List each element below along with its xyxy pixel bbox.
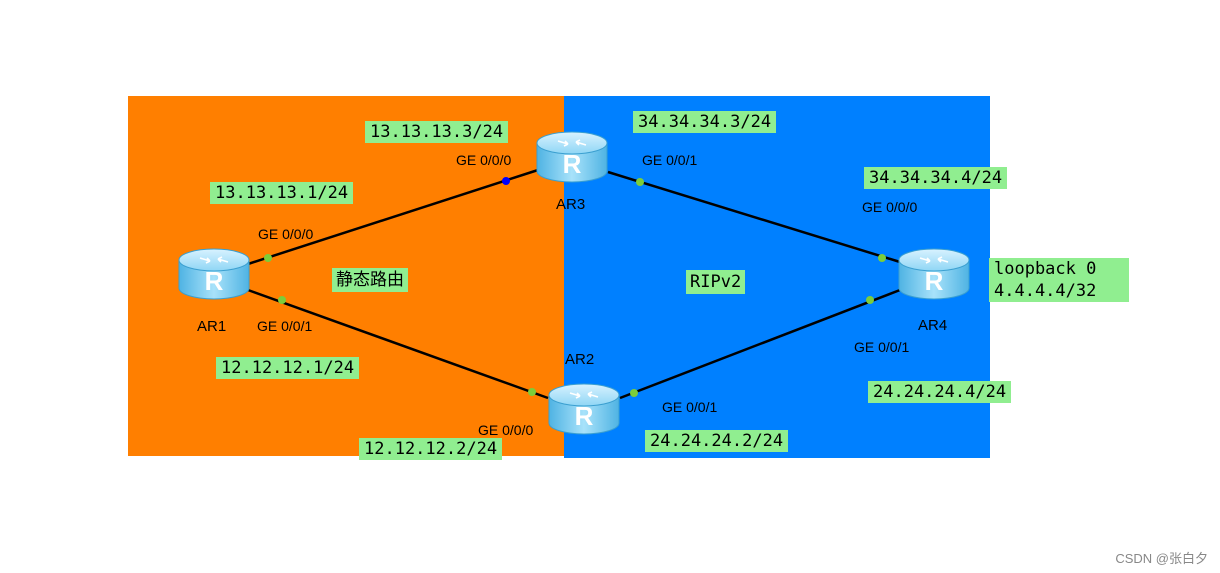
zone-label-rip: RIPv2 (686, 270, 746, 294)
port-label-ar1-g0: GE 0/0/0 (258, 226, 314, 242)
router-ar4-icon[interactable] (898, 248, 970, 300)
watermark: CSDN @张白夕 (1115, 551, 1208, 566)
port-label-ar4-g0: GE 0/0/0 (862, 199, 918, 215)
port-dot-ar1-g1[interactable] (278, 296, 286, 304)
link-ar2-ar4 (619, 288, 901, 400)
port-label-ar3-g1: GE 0/0/1 (642, 152, 698, 168)
ip-label-ar3-34: 34.34.34.3/24 (633, 111, 777, 133)
ip-label-ar4-34: 34.34.34.4/24 (864, 167, 1008, 189)
router-ar3-icon[interactable] (536, 131, 608, 183)
router-name-ar1: AR1 (197, 318, 227, 335)
port-dot-ar2-g0[interactable] (528, 388, 536, 396)
router-ar2-icon[interactable] (548, 383, 620, 435)
zone-label-static: 静态路由 (332, 268, 408, 292)
ip-label-ar1-13: 13.13.13.1/24 (210, 182, 354, 204)
router-name-ar3: AR3 (556, 196, 586, 213)
port-label-ar2-g1: GE 0/0/1 (662, 399, 718, 415)
link-ar1-ar3 (247, 168, 539, 266)
ip-label-ar2-24: 24.24.24.2/24 (645, 430, 789, 452)
port-dot-ar4-g0[interactable] (878, 254, 886, 262)
router-ar1-icon[interactable] (178, 248, 250, 300)
ip-label-ar1-12: 12.12.12.1/24 (216, 357, 360, 379)
ip-label-ar4-loopback: loopback 0 4.4.4.4/32 (989, 258, 1129, 302)
port-dot-ar2-g1[interactable] (630, 389, 638, 397)
port-dot-ar3-g1[interactable] (636, 178, 644, 186)
link-ar1-ar2 (247, 288, 549, 400)
port-dot-ar4-g1[interactable] (866, 296, 874, 304)
port-label-ar1-g1: GE 0/0/1 (257, 318, 313, 334)
router-name-ar2: AR2 (565, 351, 595, 368)
router-name-ar4: AR4 (918, 317, 948, 334)
link-ar3-ar4 (607, 170, 901, 264)
port-dot-ar3-g0[interactable] (502, 177, 510, 185)
ip-label-ar4-24: 24.24.24.4/24 (868, 381, 1012, 403)
ip-label-ar2-12: 12.12.12.2/24 (359, 438, 503, 460)
port-label-ar2-g0: GE 0/0/0 (478, 422, 534, 438)
port-label-ar4-g1: GE 0/0/1 (854, 339, 910, 355)
ip-label-ar3-13: 13.13.13.3/24 (365, 121, 509, 143)
port-dot-ar1-g0[interactable] (264, 254, 272, 262)
port-label-ar3-g0: GE 0/0/0 (456, 152, 512, 168)
